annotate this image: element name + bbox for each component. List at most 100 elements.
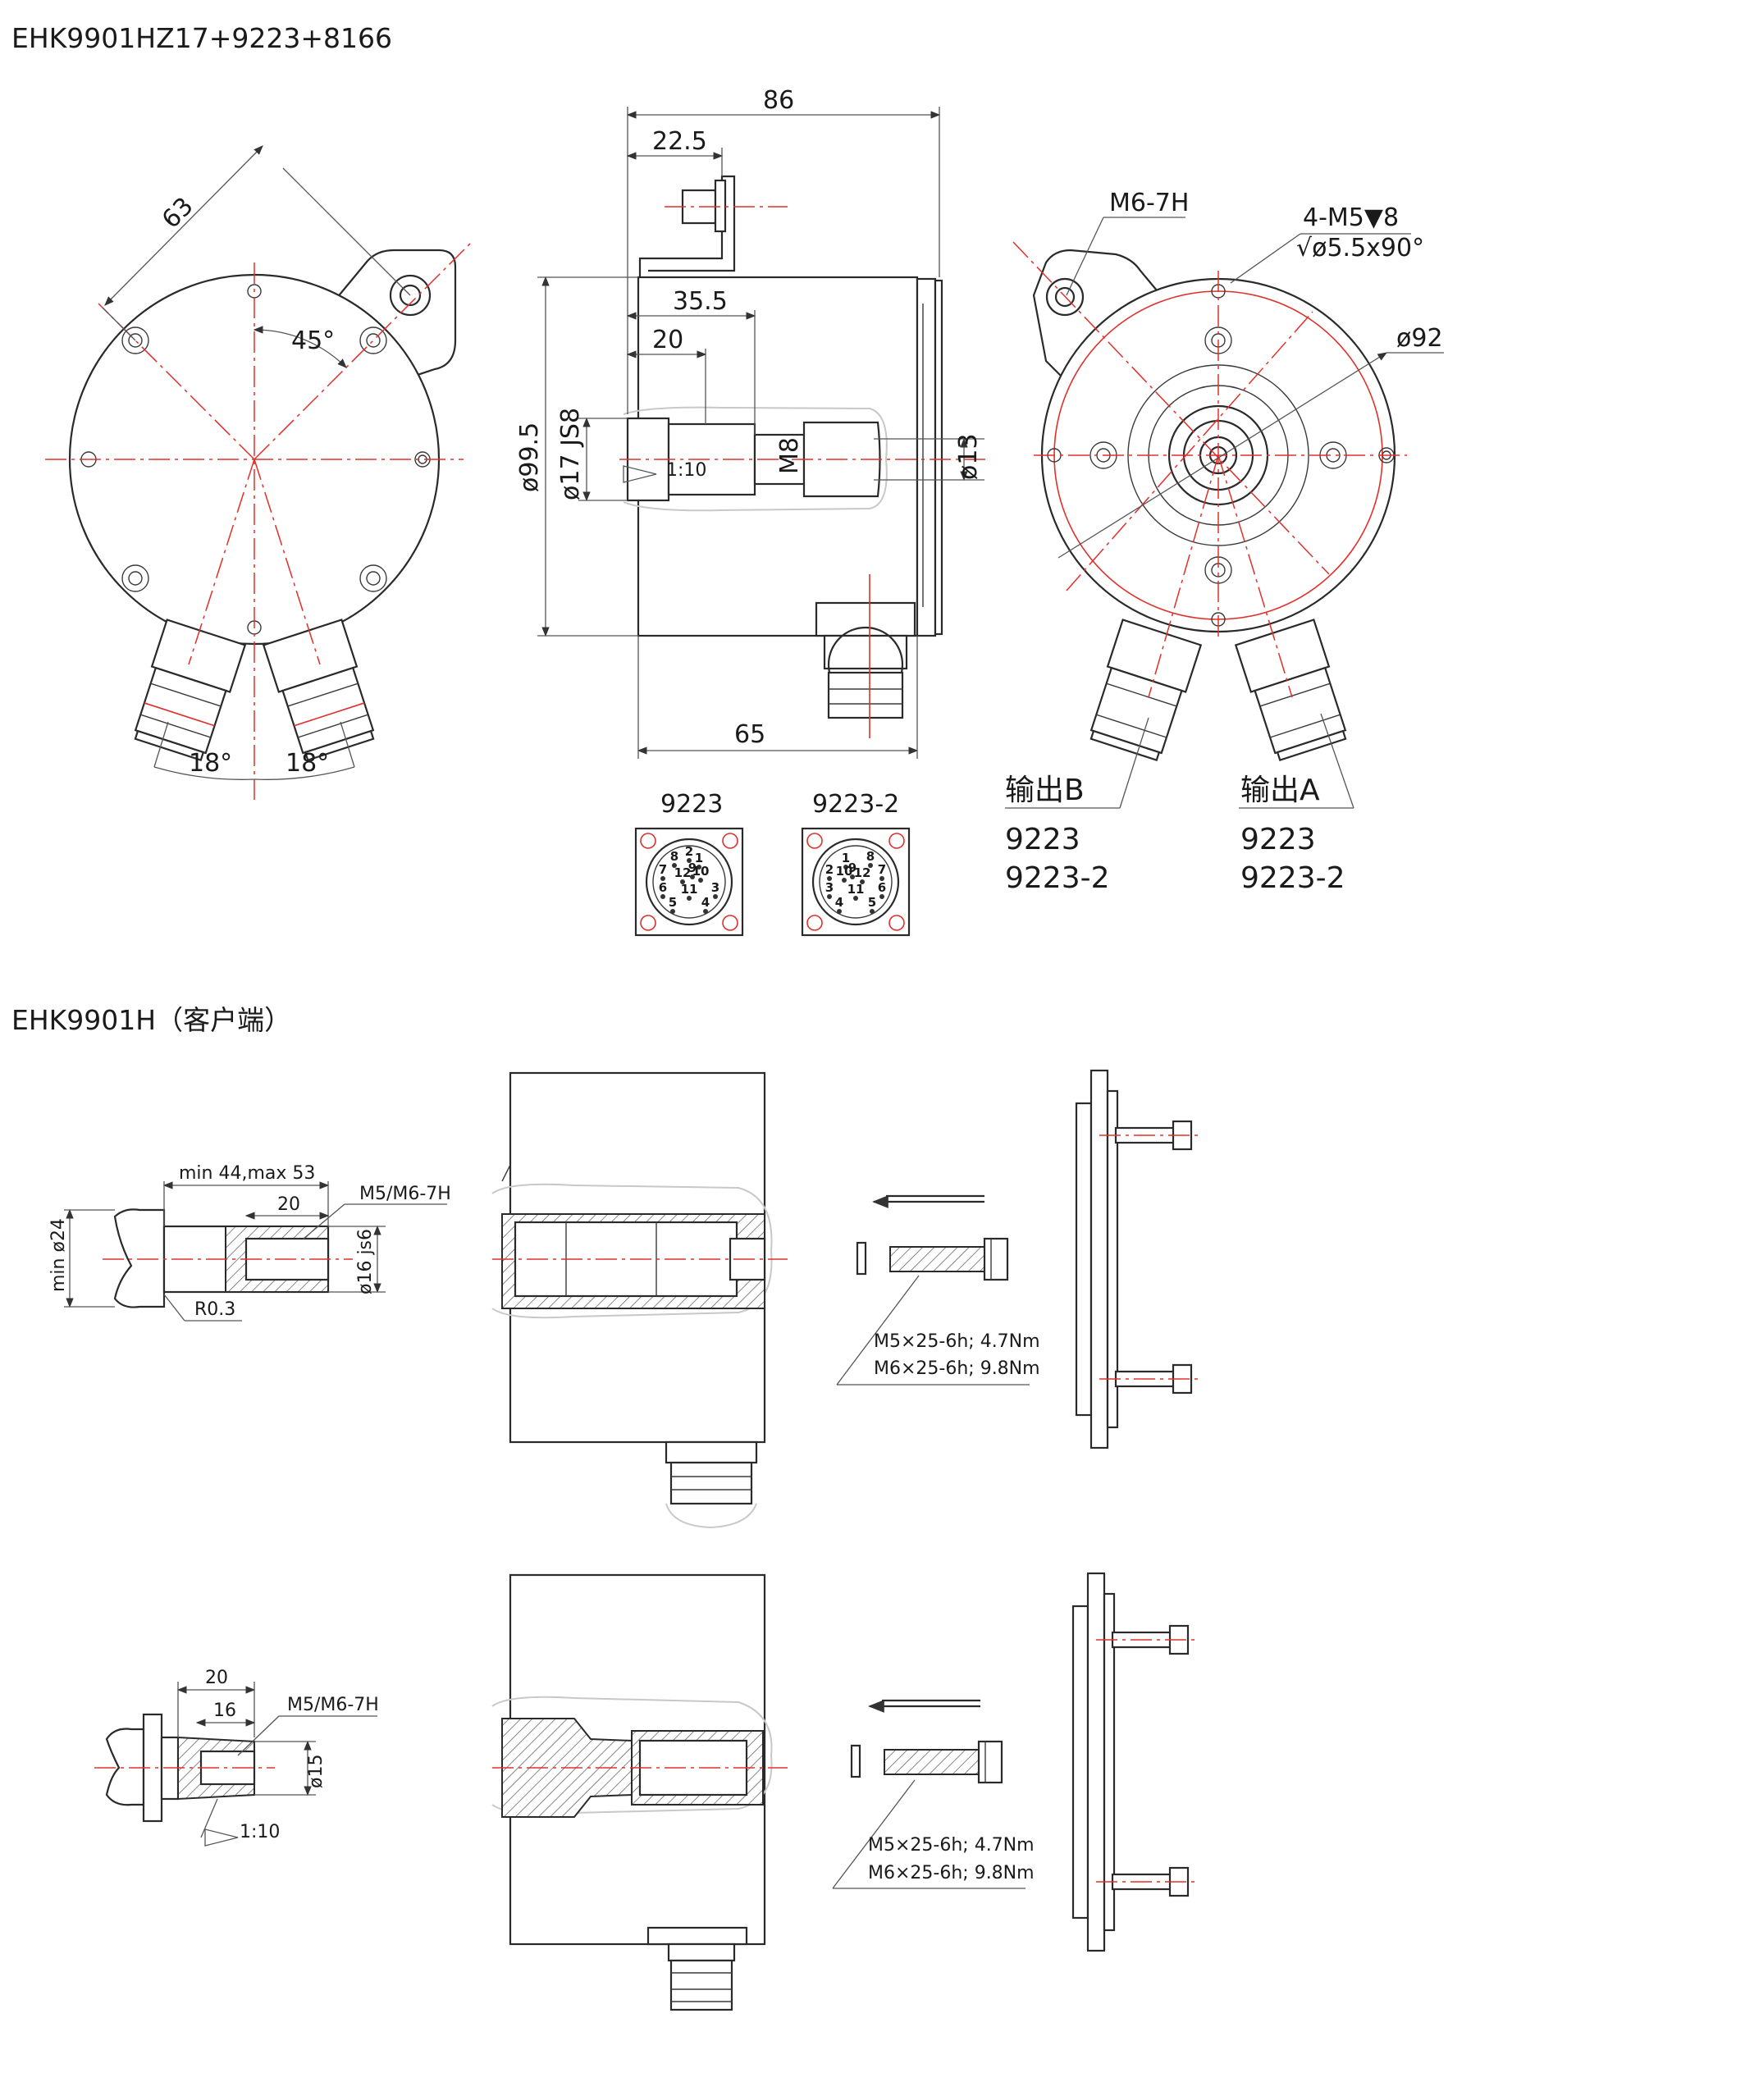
screw-assembly-1: M5×25-6h; 4.7Nm M6×25-6h; 9.8Nm [836, 1194, 1040, 1386]
pin-dot-9 [850, 874, 855, 879]
bottom-title: EHK9901H（客户端） [11, 1004, 291, 1036]
rear-dia-92: ø92 [1396, 324, 1443, 353]
angle-45: 45° [291, 326, 335, 355]
pin-label-5: 5 [669, 895, 677, 910]
dia-17: ø17 JS8 [556, 408, 585, 500]
connector-9223-2-label: 9223-2 [812, 790, 899, 819]
thread-m8: M8 [775, 437, 804, 474]
dim-63: 63 [157, 192, 199, 235]
pin-label-4: 4 [835, 895, 843, 910]
output-a-line1: 9223 [1240, 823, 1316, 856]
shaft-detail-1: min 44,max 53 20 M5/M6-7H min ø24 ø16 js… [48, 1163, 451, 1322]
front-view: 63 45° 18° 18° [45, 145, 473, 800]
pin-dot-3 [713, 894, 718, 899]
output-b-line2: 9223-2 [1005, 861, 1110, 895]
side-taper: 1:10 [666, 460, 706, 481]
shaft2-thread: M5/M6-7H [287, 1695, 379, 1715]
pin-dot-11 [687, 896, 692, 901]
screw-assembly-2: M5×25-6h; 4.7Nm M6×25-6h; 9.8Nm [832, 1699, 1035, 1889]
pin-dot-2 [827, 876, 832, 881]
pin-label-11: 11 [681, 882, 698, 897]
shaft2-taper: 1:10 [240, 1822, 280, 1842]
shaft1-dia-24: min ø24 [48, 1218, 69, 1292]
dim-22-5: 22.5 [652, 127, 707, 156]
pin-label-10: 10 [836, 864, 853, 879]
output-b-label: 输出B [1005, 774, 1085, 807]
pin-dot-11 [853, 896, 858, 901]
pin-dot-2 [687, 858, 692, 863]
shaft1-length: min 44,max 53 [179, 1163, 315, 1184]
rear-holes-line2: √ø5.5x90° [1296, 234, 1424, 262]
pin-dot-3 [827, 894, 832, 899]
angle-18-right: 18° [286, 749, 329, 778]
pin-label-2: 2 [825, 862, 834, 877]
pin-dot-8 [672, 863, 677, 868]
flange-plate-1 [1075, 1069, 1198, 1449]
shaft2-dim-20: 20 [205, 1668, 228, 1688]
pin-label-1: 1 [695, 851, 703, 865]
pin-dot-4 [837, 909, 842, 914]
pin-dot-7 [660, 876, 665, 881]
side-view: 86 22.5 35.5 20 65 ø99.5 ø17 JS8 M8 ø13 … [515, 86, 989, 759]
pin-label-10: 10 [692, 864, 710, 879]
shaft2-dim-16: 16 [213, 1701, 236, 1721]
pin-dot-6 [660, 894, 665, 899]
pin-dot-5 [670, 909, 675, 914]
body-section-1 [491, 1071, 788, 1529]
screws2-line2: M6×25-6h; 9.8Nm [868, 1863, 1035, 1883]
rear-view: M6-7H 4-M5▼8 √ø5.5x90° ø92 [1005, 189, 1444, 809]
dim-35-5: 35.5 [673, 287, 728, 316]
pin-label-11: 11 [847, 882, 865, 897]
top-title: EHK9901HZ17+9223+8166 [11, 22, 392, 54]
output-a-label: 输出A [1240, 774, 1320, 807]
shaft1-thread: M5/M6-7H [359, 1184, 451, 1204]
screws1-line2: M6×25-6h; 9.8Nm [874, 1358, 1040, 1379]
screws2-line1: M5×25-6h; 4.7Nm [868, 1835, 1035, 1856]
pin-dot-9 [690, 874, 695, 879]
pin-label-6: 6 [659, 880, 667, 895]
pin-dot-8 [868, 863, 873, 868]
output-a-line2: 9223-2 [1240, 861, 1345, 895]
shaft1-radius: R0.3 [194, 1299, 235, 1320]
dim-65: 65 [734, 720, 765, 749]
pin-dot-12 [680, 879, 685, 884]
shaft1-dia-16: ø16 js6 [355, 1229, 376, 1294]
dim-20: 20 [652, 326, 683, 354]
connector-9223-label: 9223 [660, 790, 723, 819]
pin-dot-10 [698, 878, 703, 883]
pin-label-8: 8 [866, 849, 875, 864]
shaft-detail-2: 20 16 M5/M6-7H ø15 1:10 [94, 1668, 379, 1847]
pin-label-1: 1 [842, 851, 850, 865]
pin-dot-7 [879, 876, 884, 881]
pin-label-4: 4 [701, 895, 710, 910]
pin-label-3: 3 [711, 880, 719, 895]
screws1-line1: M5×25-6h; 4.7Nm [874, 1331, 1040, 1352]
shaft1-dim-20: 20 [277, 1194, 300, 1215]
pin-label-9: 9 [848, 861, 857, 875]
pin-label-8: 8 [670, 849, 678, 864]
dia-99-5: ø99.5 [515, 422, 544, 492]
pin-label-2: 2 [685, 844, 693, 859]
pin-label-5: 5 [868, 895, 876, 910]
pin-label-7: 7 [659, 862, 667, 877]
body-section-2 [491, 1573, 788, 2011]
pin-dot-1 [843, 865, 848, 870]
pin-dot-10 [842, 878, 847, 883]
rear-holes-line1: 4-M5▼8 [1303, 203, 1399, 232]
pin-label-12: 12 [854, 865, 871, 880]
dim-86: 86 [763, 86, 794, 115]
pin-label-12: 12 [674, 865, 692, 880]
pin-dot-4 [703, 909, 708, 914]
rear-thread-m6: M6-7H [1109, 189, 1189, 217]
pin-label-3: 3 [825, 880, 834, 895]
pin-label-7: 7 [878, 862, 886, 877]
pin-label-6: 6 [878, 880, 886, 895]
angle-18-left: 18° [189, 749, 232, 778]
output-b-line1: 9223 [1005, 823, 1080, 856]
flange-plate-2 [1071, 1572, 1195, 1952]
